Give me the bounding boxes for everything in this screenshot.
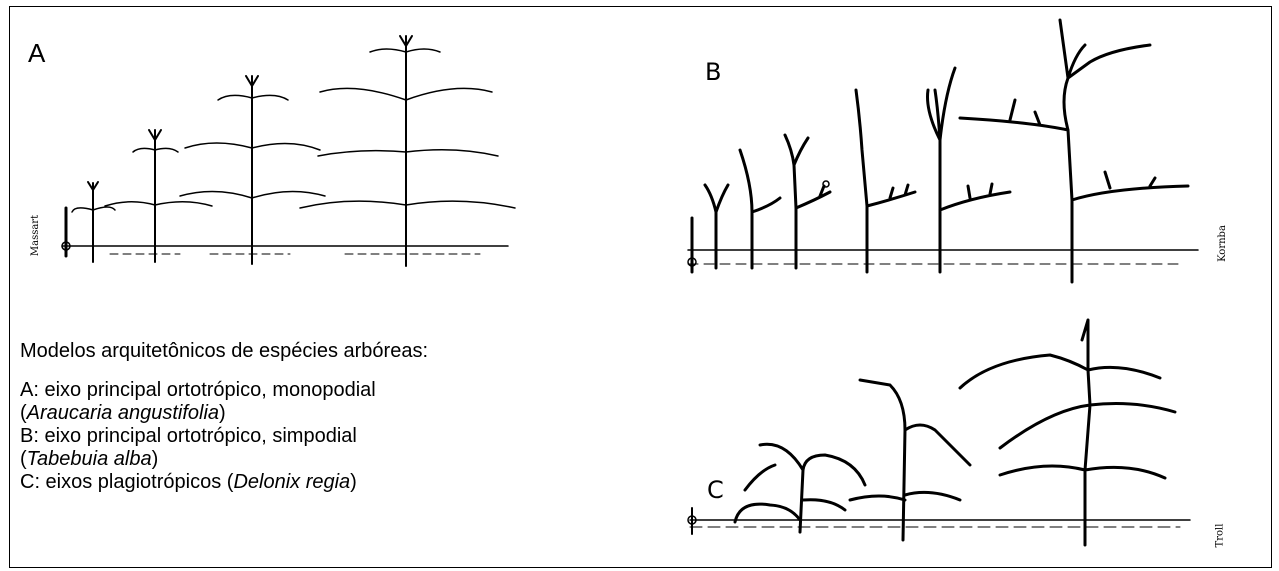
caption-title: Modelos arquitetônicos de espécies arbór…: [20, 340, 660, 363]
panel-b-author: Kornba: [1217, 225, 1228, 262]
species-b: Tabebuia alba: [27, 448, 152, 470]
species-c: Delonix regia: [233, 471, 350, 493]
caption-c-suffix: ): [350, 471, 357, 493]
caption-line-b-species: (Tabebuia alba): [20, 448, 660, 471]
panel-c-label: C: [707, 476, 724, 504]
panel-a-author: Massart: [30, 215, 41, 256]
panel-b-drawing: [688, 20, 1198, 282]
panel-c-author: Troll: [1214, 524, 1225, 548]
caption-line-a: A: eixo principal ortotrópico, monopodia…: [20, 379, 660, 402]
panel-a-label: A: [28, 38, 45, 69]
panel-c-drawing: [688, 320, 1190, 545]
panel-a-drawing: [62, 36, 515, 266]
caption-c-prefix: C: eixos plagiotrópicos (: [20, 471, 233, 493]
panel-b-label: B: [705, 58, 721, 86]
caption-line-b: B: eixo principal ortotrópico, simpodial: [20, 425, 660, 448]
caption-line-c: C: eixos plagiotrópicos (Delonix regia): [20, 471, 660, 494]
species-a: Araucaria angustifolia: [27, 402, 219, 424]
caption-line-a-species: (Araucaria angustifolia): [20, 402, 660, 425]
figure-caption: Modelos arquitetônicos de espécies arbór…: [20, 340, 660, 494]
